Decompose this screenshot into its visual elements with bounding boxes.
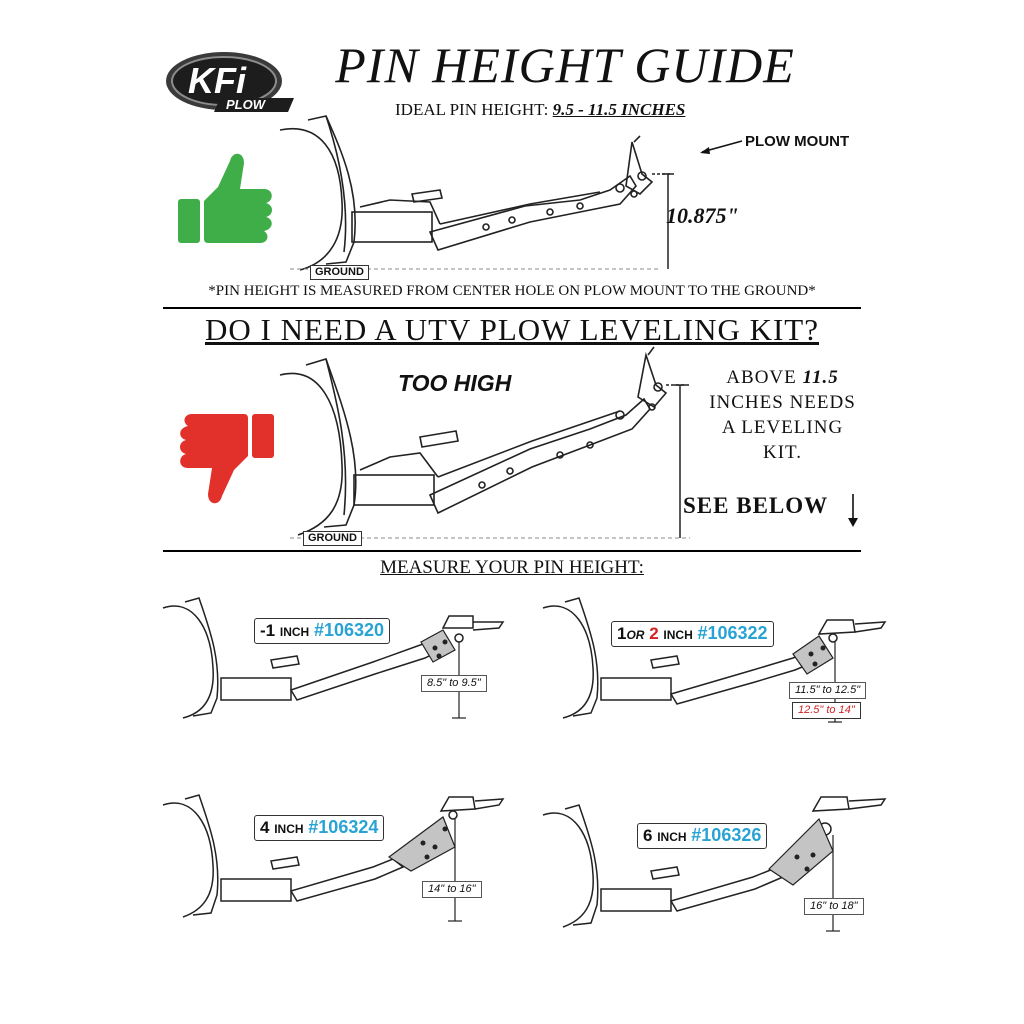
kit-part-number: #106322: [697, 623, 768, 643]
thumbs-up-icon: [178, 153, 272, 243]
bad-plow-diagram: [279, 346, 690, 539]
note-value: 11.5: [802, 367, 839, 388]
kit-or: OR: [626, 628, 645, 642]
leveling-kit-question: DO I NEED A UTV PLOW LEVELING KIT?: [204, 312, 819, 347]
measure-title: MEASURE YOUR PIN HEIGHT:: [380, 557, 644, 578]
kit-diagram-4: [162, 794, 505, 922]
kit-size: 4: [260, 818, 270, 837]
kit-diagram-minus1: [162, 597, 505, 719]
note-line3: A LEVELING: [721, 417, 844, 438]
kit-unit: INCH: [663, 628, 693, 642]
note-line2: INCHES NEEDS: [709, 392, 856, 413]
kfi-plow-logo: KFi PLOW: [166, 52, 294, 112]
logo-text: KFi: [188, 60, 247, 101]
plow-mount-arrow-icon: [700, 140, 743, 154]
kit-size: -1: [260, 621, 276, 640]
kit-label-4: 4 INCH #106324: [254, 815, 385, 841]
divider: [163, 307, 861, 309]
ideal-pin-height-value: 9.5 - 11.5 INCHES: [552, 100, 686, 119]
thumbs-down-icon: [180, 414, 274, 504]
ground-label: GROUND: [303, 531, 362, 546]
see-below-label: SEE BELOW: [683, 493, 829, 518]
kit-range-minus1: 8.5" to 9.5": [421, 675, 487, 692]
kit-diagram-6: [542, 796, 887, 932]
plow-mount-label: PLOW MOUNT: [745, 133, 850, 150]
kit-range-1-or-2: 11.5" to 12.5": [789, 682, 867, 699]
note-line4: KIT.: [763, 442, 802, 463]
divider: [163, 550, 861, 552]
kit-range-alt: 12.5" to 14": [792, 702, 861, 719]
kit-part-number: #106326: [691, 825, 762, 845]
ground-label: GROUND: [310, 265, 369, 280]
kit-size-b: 2: [649, 624, 659, 643]
too-high-label: TOO HIGH: [398, 370, 512, 396]
kit-label-1-or-2: 1OR 2 INCH #106322: [611, 621, 774, 647]
kit-unit: INCH: [279, 625, 310, 639]
kit-unit: INCH: [274, 822, 304, 836]
ideal-pin-height-label: IDEAL PIN HEIGHT:: [395, 100, 549, 119]
leveling-kit-note: ABOVE 11.5 INCHES NEEDS A LEVELING KIT.: [700, 365, 865, 465]
kit-part-number: #106320: [313, 620, 385, 640]
footnote: *PIN HEIGHT IS MEASURED FROM CENTER HOLE…: [208, 283, 816, 299]
note-line1: ABOVE: [726, 367, 797, 388]
kit-label-6: 6 INCH #106326: [637, 823, 768, 849]
kit-part-number: #106324: [308, 817, 379, 837]
ideal-pin-height: IDEAL PIN HEIGHT: 9.5 - 11.5 INCHES: [395, 100, 685, 120]
logo-subtext: PLOW: [226, 97, 267, 112]
kit-range-4: 14" to 16": [422, 881, 482, 898]
kit-unit: INCH: [657, 830, 687, 844]
kit-size: 6: [643, 826, 653, 845]
kit-size-a: 1: [617, 624, 627, 643]
good-plow-diagram: [279, 115, 674, 271]
down-arrow-icon: [848, 494, 858, 527]
good-measurement: 10.875": [666, 203, 739, 228]
kit-diagram-1-or-2: [542, 597, 887, 723]
page-title: PIN HEIGHT GUIDE: [335, 37, 795, 93]
kit-range-6: 16" to 18": [804, 898, 864, 915]
kit-label-minus1: -1 INCH #106320: [254, 618, 391, 644]
